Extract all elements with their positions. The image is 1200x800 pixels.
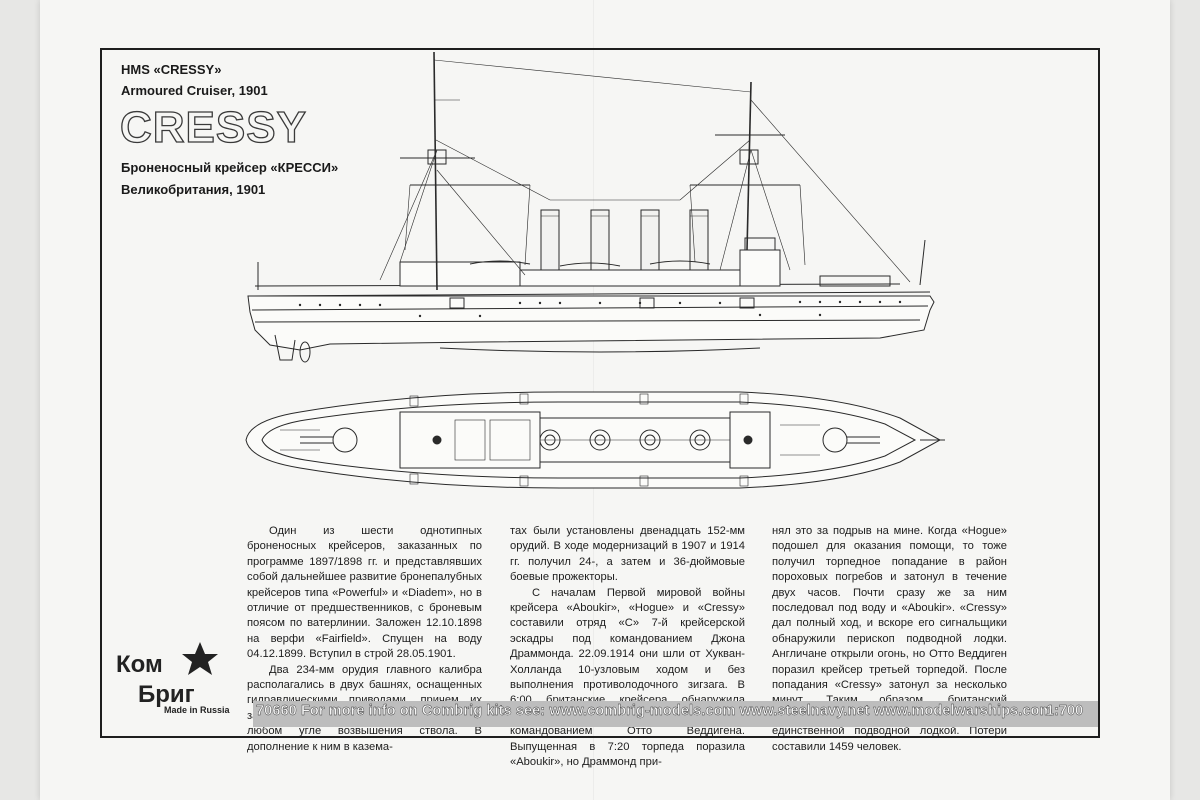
paragraph: тах были установлены двенадцать 152-мм о… <box>510 525 745 584</box>
paragraph: Один из шести однотипных броненосных кре… <box>247 525 482 661</box>
footer-bar <box>253 701 1098 727</box>
drawing-frame <box>100 48 1100 738</box>
header-ship-name-en: HMS «CRESSY» <box>121 62 222 77</box>
header-country-ru: Великобритания, 1901 <box>121 182 266 197</box>
logo-line1: Ком <box>116 651 163 678</box>
plan-view-drawing <box>245 391 945 489</box>
header-ship-type-en: Armoured Cruiser, 1901 <box>121 83 268 98</box>
logo-line2: Бриг <box>138 681 195 708</box>
footer-info: 70660 For more info on Combrig kits see:… <box>256 703 1053 719</box>
star-icon <box>182 642 218 675</box>
header-ship-type-ru: Броненосный крейсер «КРЕССИ» <box>121 160 339 175</box>
combrig-logo: Ком Бриг <box>116 642 218 708</box>
made-in-label: Made in Russia <box>164 705 230 715</box>
text-column-2: тах были установлены двенадцать 152-мм о… <box>510 524 745 771</box>
paragraph: С началам Первой мировой войны крейсера … <box>510 586 745 769</box>
scale-label: 1:700 <box>1046 703 1084 719</box>
ship-title: CRESSY <box>119 102 307 152</box>
side-profile-drawing <box>247 51 935 363</box>
